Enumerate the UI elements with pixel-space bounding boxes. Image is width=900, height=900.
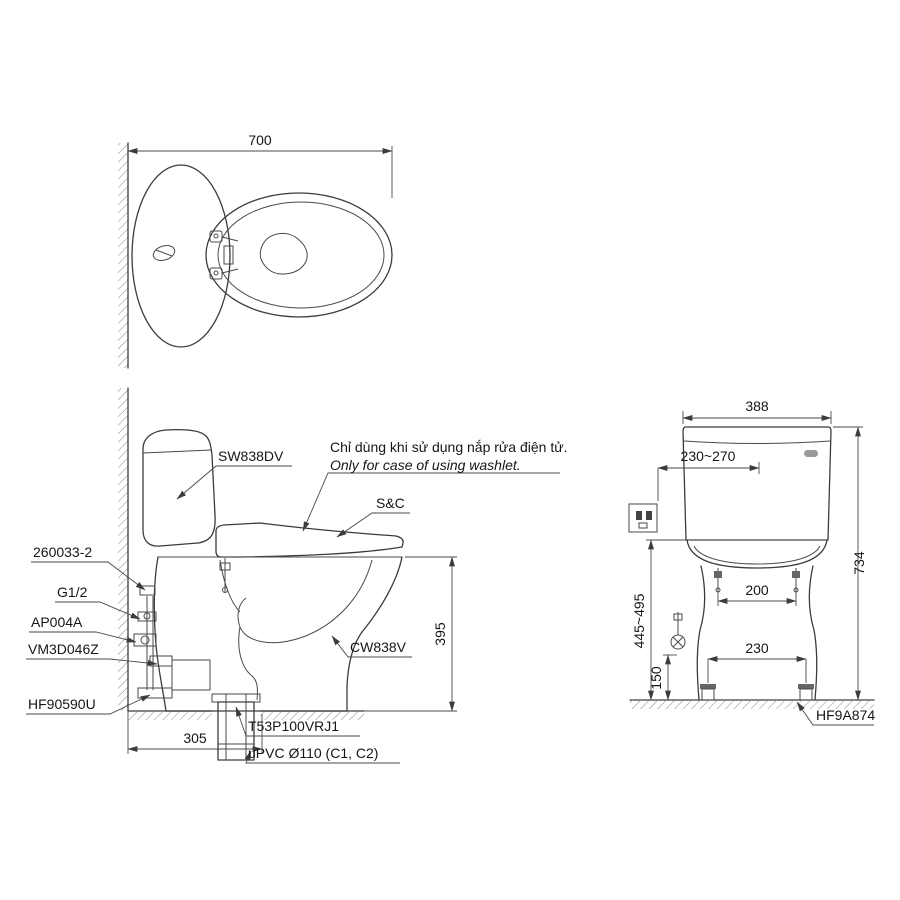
seat-inner-oval <box>217 201 385 309</box>
washlet-outlet-symbol <box>628 503 658 533</box>
label-tank-model: SW838DV <box>218 448 284 464</box>
bowl-inner-back-curve <box>219 559 241 613</box>
bowl-front-outline <box>346 556 403 712</box>
leader-note <box>302 472 560 532</box>
label-floor-flange: HF9A874 <box>816 707 875 723</box>
dim-seat-bolt-spacing: 200 <box>745 582 769 598</box>
label-thread: G1/2 <box>57 584 88 600</box>
label-connector: VM3D046Z <box>28 641 99 657</box>
seat-mount-pin-left <box>714 568 722 593</box>
floor-hatch-left <box>128 711 212 720</box>
floor-hatch-right <box>260 711 364 720</box>
seat-front-inner-arc <box>693 545 821 565</box>
tank-side-outline <box>142 429 216 547</box>
leader-seat <box>336 512 410 538</box>
leader-floor-flange <box>796 701 874 726</box>
dim-tank-width: 388 <box>745 398 769 414</box>
dim-outlet-from-wall: 305 <box>183 730 207 746</box>
base-bolt-left <box>700 684 716 701</box>
dim-outlet-range: 230~270 <box>681 448 736 464</box>
seat-bolt-side <box>219 558 231 593</box>
leader-tank <box>176 465 292 500</box>
floor-hatch-front <box>630 700 874 709</box>
leader-base-seal <box>26 694 151 715</box>
leader-drain-pipe <box>244 750 400 764</box>
label-drain-joint: T53P100VRJ1 <box>248 718 339 734</box>
dim-base-bolt-spacing: 230 <box>745 640 769 656</box>
pedestal-right-outline <box>808 565 818 701</box>
note-english: Only for case of using washlet. <box>330 457 521 473</box>
flush-button <box>152 245 176 261</box>
leader-drain-joint <box>235 706 360 737</box>
seat-hinge-plan <box>209 230 239 280</box>
dim-rim-height: 395 <box>432 622 448 646</box>
bowl-water-outline <box>259 232 308 275</box>
tank-front-outline <box>682 426 832 541</box>
brand-logo <box>804 450 818 457</box>
pedestal-left-outline <box>696 565 706 701</box>
leader-thread <box>55 601 141 620</box>
flush-button-slot <box>155 249 173 257</box>
label-drain-pipe: uPVC Ø110 (C1, C2) <box>248 745 378 761</box>
seat-mount-pin-right <box>792 568 800 593</box>
seat-outer-oval <box>205 192 393 318</box>
top-view-drawing: 700 <box>118 132 393 369</box>
supply-valve <box>670 612 686 650</box>
leader-bowl <box>331 635 412 658</box>
seat-front-outer-arc <box>686 539 828 569</box>
supply-parts-cluster <box>133 585 211 699</box>
base-bolt-right <box>798 684 814 701</box>
label-seat: S&C <box>376 495 405 511</box>
tank-lid-seam <box>142 449 212 454</box>
label-stop-valve: AP004A <box>31 614 83 630</box>
label-bowl-model: CW838V <box>350 639 407 655</box>
dim-supply-height: 150 <box>648 666 664 690</box>
label-base-seal: HF90590U <box>28 696 96 712</box>
front-view-drawing: 388 230~270 734 445~495 200 230 150 HF9A… <box>628 398 875 726</box>
wall-hatch-top-view <box>118 143 128 368</box>
wall-hatch-side-view <box>118 388 128 711</box>
note-vietnamese: Chỉ dùng khi sử dụng nắp rửa điện tử. <box>330 439 567 455</box>
dim-total-height: 734 <box>851 551 867 575</box>
leader-connector <box>26 658 158 666</box>
side-view-drawing: 395 305 SW838DV Chỉ dùng khi sử dụng nắp… <box>26 387 567 764</box>
label-inlet-fitting: 260033-2 <box>33 544 92 560</box>
dim-overall-depth: 700 <box>248 132 272 148</box>
leader-inlet-fitting <box>31 561 146 591</box>
washlet-seat-side <box>215 522 404 558</box>
tank-front-lid-seam <box>683 440 831 444</box>
tank-plan-outline <box>131 164 231 348</box>
bowl-inner-curve <box>237 559 373 644</box>
leader-stop-valve <box>29 631 137 643</box>
dim-seat-height-range: 445~495 <box>631 593 647 648</box>
trapway-curve <box>238 626 258 701</box>
